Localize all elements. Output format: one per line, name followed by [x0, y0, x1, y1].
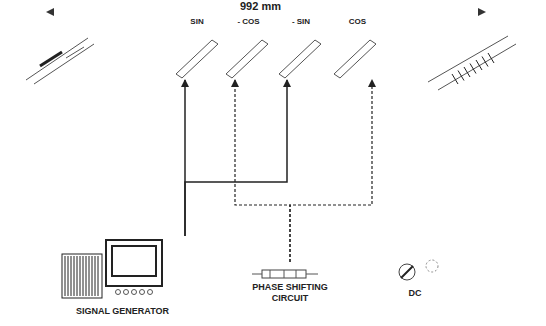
electrode-node: SIN [172, 16, 222, 80]
node-label: DC [380, 288, 450, 299]
dimension-arrow [46, 8, 54, 16]
node-label: - COS [222, 16, 275, 27]
solid-wire [185, 80, 287, 236]
electrode-node: - SIN [275, 16, 327, 80]
electrode [176, 40, 376, 78]
node-label: COS [330, 16, 385, 27]
phase-shifting-circuit: PHASE SHIFTING CIRCUIT [250, 262, 330, 304]
dimension-label: 992 mm [240, 0, 281, 12]
dc-source: DC [380, 262, 450, 299]
dotted-wire [290, 80, 372, 262]
electrode-node: - COS [222, 16, 275, 80]
coil-end [428, 36, 516, 90]
electrode-node: COS [330, 16, 385, 80]
node-label: SIN [172, 16, 222, 27]
dotted-wire [235, 80, 290, 262]
node-label: - SIN [275, 16, 327, 27]
signal-generator-symbol [62, 240, 162, 298]
dc-source-symbol [399, 260, 438, 280]
tube-end [26, 38, 94, 84]
signal-generator: SIGNAL GENERATOR [55, 236, 190, 317]
node-label: PHASE SHIFTING CIRCUIT [250, 282, 330, 304]
node-label: SIGNAL GENERATOR [55, 306, 190, 317]
phase-circuit-symbol [252, 270, 318, 278]
dimension-arrow [478, 8, 486, 16]
